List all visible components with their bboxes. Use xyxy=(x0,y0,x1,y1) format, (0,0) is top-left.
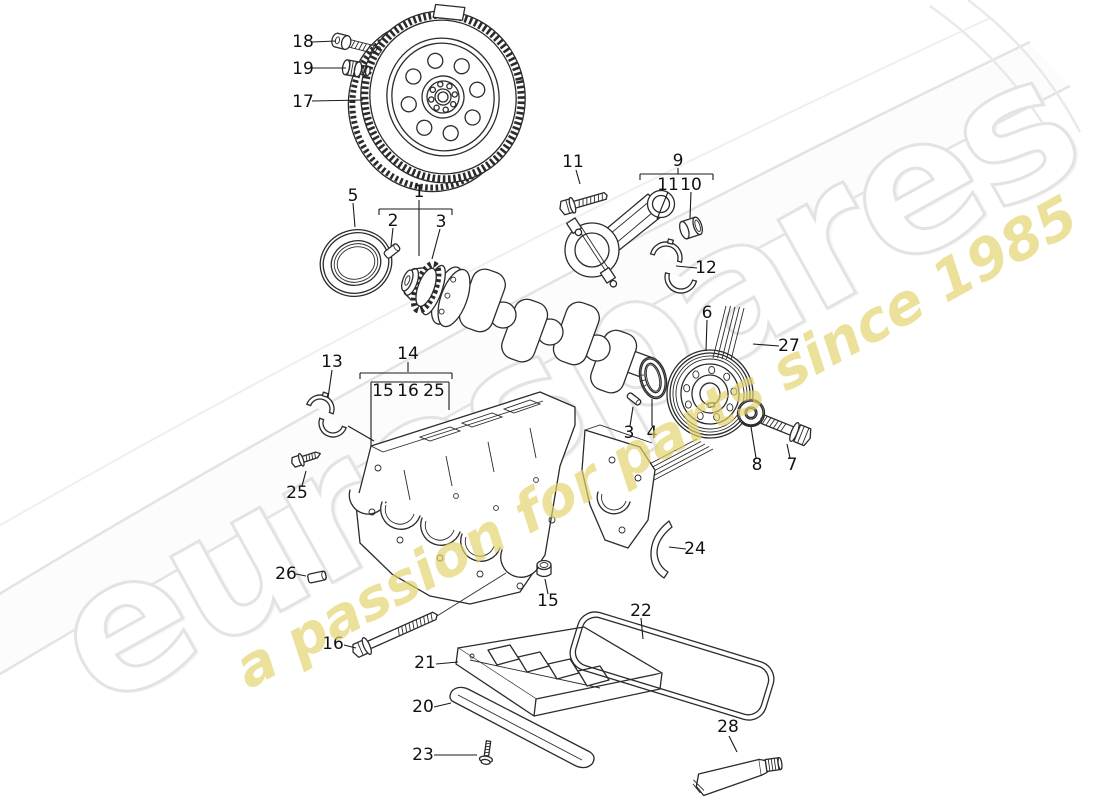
part-label-26: 26 xyxy=(275,564,297,584)
part-label-15-b: 15 xyxy=(537,591,559,611)
crankcase-block xyxy=(348,391,656,605)
sealant-tube xyxy=(692,756,783,797)
small-end-bushing xyxy=(678,216,704,240)
woodruff-key xyxy=(626,392,642,406)
part-label-28: 28 xyxy=(717,717,739,737)
thrust-washer xyxy=(650,520,673,579)
pulley-washer xyxy=(736,398,766,428)
crankcase-plug xyxy=(536,559,552,578)
dowel-sleeve xyxy=(307,570,327,584)
part-label-2: 2 xyxy=(388,211,399,231)
part-label-11: 11 xyxy=(562,152,584,172)
part-label-10-b: 10 xyxy=(680,175,702,195)
part-label-12: 12 xyxy=(695,258,717,278)
rod-bolt xyxy=(559,191,608,216)
pan-gasket xyxy=(449,686,595,769)
part-label-11-b: 11 xyxy=(657,175,679,195)
case-gasket xyxy=(569,611,775,721)
part-label-24: 24 xyxy=(684,539,706,559)
pilot-bearing xyxy=(341,59,371,78)
part-label-15: 15 xyxy=(372,381,394,401)
crankcase-bolt xyxy=(352,611,438,658)
part-label-21: 21 xyxy=(414,653,436,673)
main-bearing-shells xyxy=(306,391,347,438)
leader-lines xyxy=(295,40,791,756)
part-label-13: 13 xyxy=(321,352,343,372)
part-label-3-b: 3 xyxy=(624,423,635,443)
part-label-16-b: 16 xyxy=(322,634,344,654)
pulley-bolt xyxy=(760,414,812,447)
crankshaft-seal xyxy=(319,229,393,297)
drive-belt xyxy=(620,305,745,490)
part-label-9: 9 xyxy=(673,151,684,171)
part-label-8: 8 xyxy=(752,455,763,475)
sensor-bolt xyxy=(291,451,321,468)
part-label-19: 19 xyxy=(292,59,314,79)
part-label-22: 22 xyxy=(630,601,652,621)
part-label-3: 3 xyxy=(436,212,447,232)
part-label-25-b: 25 xyxy=(286,483,308,503)
part-label-18: 18 xyxy=(292,32,314,52)
part-label-6: 6 xyxy=(702,303,713,323)
crankshaft xyxy=(401,261,658,394)
part-label-17: 17 xyxy=(292,92,314,112)
dowel-pin xyxy=(383,243,401,259)
part-label-16: 16 xyxy=(397,381,419,401)
rod-bearing-shells xyxy=(649,238,698,294)
belt-pulley xyxy=(666,349,754,439)
front-seal xyxy=(638,356,668,400)
part-label-7: 7 xyxy=(787,455,798,475)
part-label-1: 1 xyxy=(414,182,425,202)
part-label-4-b: 4 xyxy=(647,423,658,443)
part-label-23: 23 xyxy=(412,745,434,765)
part-label-25: 25 xyxy=(423,381,445,401)
flywheel xyxy=(347,3,526,193)
part-label-27: 27 xyxy=(778,336,800,356)
oil-baffle xyxy=(455,626,663,717)
part-label-14: 14 xyxy=(397,344,419,364)
part-label-5: 5 xyxy=(348,186,359,206)
part-label-20: 20 xyxy=(412,697,434,717)
connecting-rod xyxy=(564,189,676,288)
flywheel-bolt xyxy=(331,32,382,55)
pan-screw xyxy=(478,740,494,766)
